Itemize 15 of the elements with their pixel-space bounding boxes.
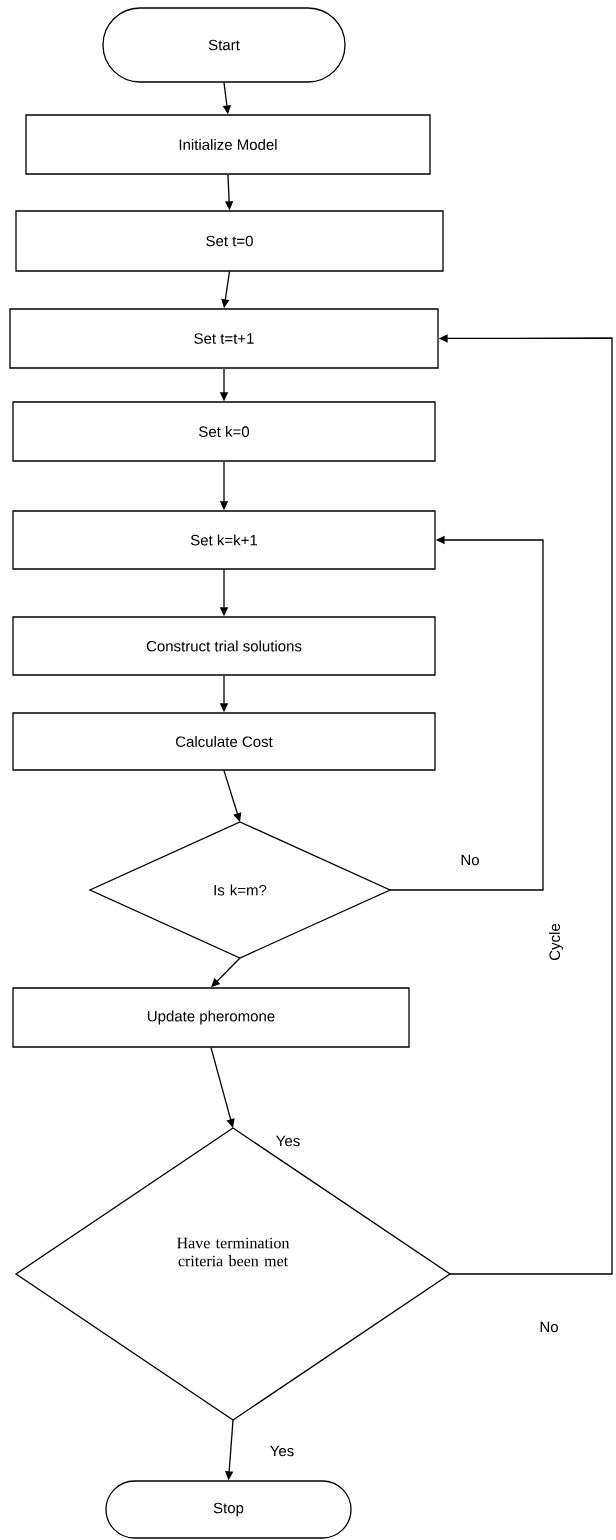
process-box: Set t=t+1 [9,308,439,369]
process-box: Initialize Model [25,114,431,175]
arrow [223,770,242,822]
edge-label: Yes [274,1134,302,1148]
arrow [210,1047,235,1128]
process-box: Update pheromone [12,987,410,1048]
loop-label: Cycle [549,923,563,960]
edge-label: Yes [268,1444,296,1458]
process-box: Set k=k+1 [12,510,436,570]
process-box: Calculate Cost [12,712,436,771]
edge-label: No [538,1320,560,1334]
edge-label: No [459,853,481,867]
process-box: Set t=0 [15,210,444,272]
process-box: Construct trial solutions [12,616,436,676]
process-box: Set k=0 [12,401,436,462]
